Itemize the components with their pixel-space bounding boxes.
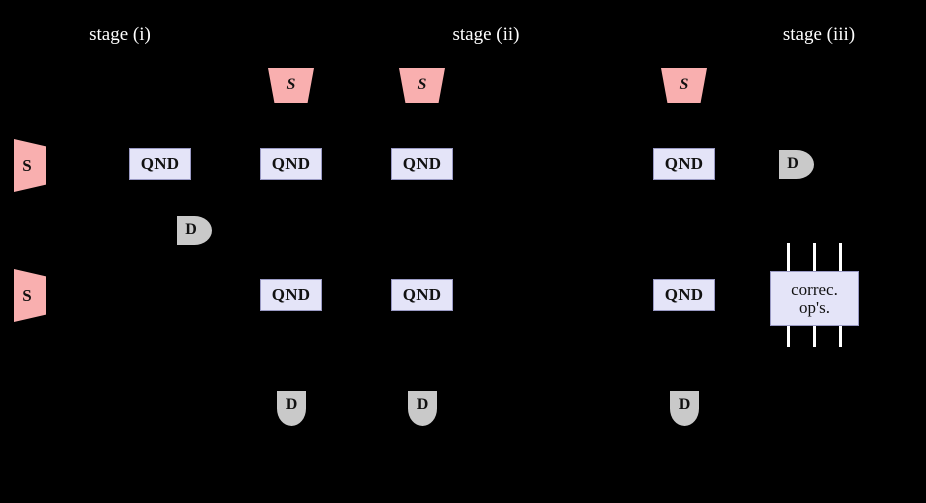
correction-wire: [813, 324, 816, 347]
source-node[interactable]: S: [268, 68, 314, 103]
qnd-measurement-box[interactable]: QND: [129, 148, 191, 180]
detector-node[interactable]: D: [670, 391, 699, 426]
correction-wire: [839, 324, 842, 347]
source-node[interactable]: S: [399, 68, 445, 103]
qnd-measurement-box[interactable]: QND: [653, 148, 715, 180]
correction-wire: [787, 324, 790, 347]
source-node[interactable]: S: [661, 68, 707, 103]
qnd-measurement-box[interactable]: QND: [260, 279, 322, 311]
qnd-measurement-box[interactable]: QND: [653, 279, 715, 311]
detector-node[interactable]: D: [277, 391, 306, 426]
qnd-measurement-box[interactable]: QND: [391, 148, 453, 180]
correction-box-line-1: correc.: [791, 279, 838, 299]
detector-node[interactable]: D: [779, 150, 814, 179]
source-node[interactable]: S: [14, 269, 46, 322]
qnd-measurement-box[interactable]: QND: [391, 279, 453, 311]
stage-label: stage (iii): [782, 24, 856, 45]
detector-node[interactable]: D: [408, 391, 437, 426]
detector-node[interactable]: D: [177, 216, 212, 245]
source-node[interactable]: S: [14, 139, 46, 192]
stage-label: stage (i): [89, 24, 151, 45]
stage-label: stage (ii): [452, 24, 520, 45]
correction-operations-box[interactable]: correc.op's.: [770, 271, 859, 326]
correction-wire: [813, 243, 816, 273]
correction-box-line-2: op's.: [799, 297, 830, 317]
correction-wire: [839, 243, 842, 273]
qnd-measurement-box[interactable]: QND: [260, 148, 322, 180]
correction-wire: [787, 243, 790, 273]
